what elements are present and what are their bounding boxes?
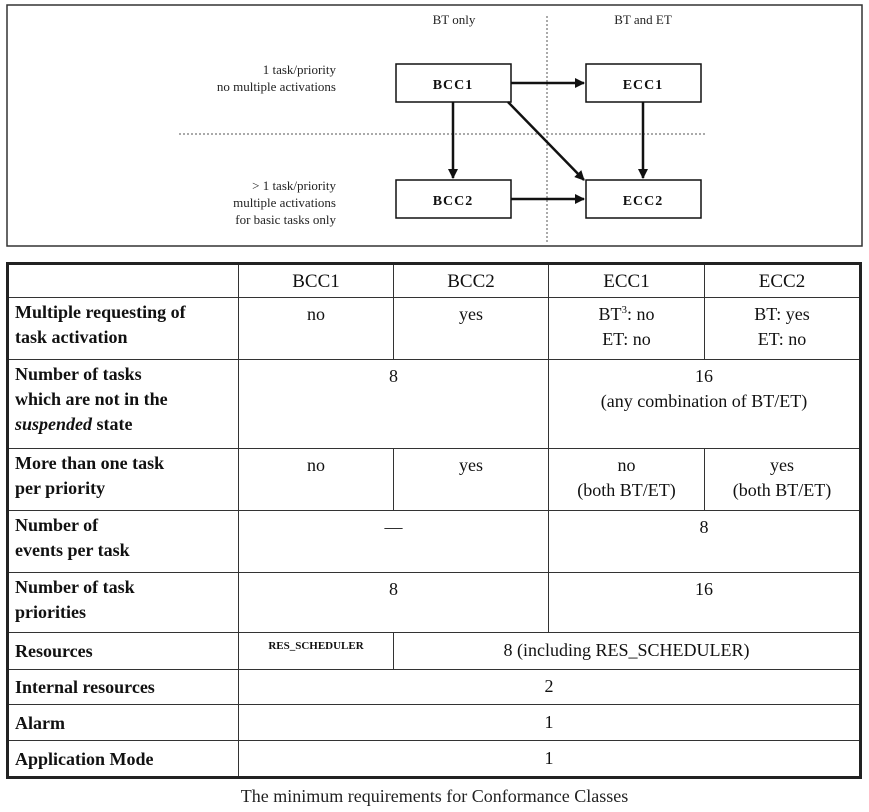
table-row: Number of task priorities 8 16 bbox=[7, 572, 861, 634]
cell-ecc-task-priorities: 16 bbox=[548, 572, 861, 634]
cell-ecc-tasks-not-suspended: 16 (any combination of BT/ET) bbox=[548, 359, 861, 449]
table-row: More than one task per priority no yes n… bbox=[7, 447, 861, 511]
cell-bcc-events-per-task: — bbox=[238, 509, 549, 574]
column-label-bt-and-et: BT and ET bbox=[614, 12, 672, 27]
cell-ecc2-multiple-activation: BT: yes ET: no bbox=[704, 297, 861, 361]
cell-bcc2-multiple-activation: yes bbox=[393, 297, 549, 361]
cell-bcc1-task-per-priority: no bbox=[238, 447, 394, 511]
cell-internal-resources: 2 bbox=[238, 668, 861, 705]
table-row: Resources RES_SCHEDULER 8 (including RES… bbox=[7, 632, 861, 670]
row-label-bottom-2: multiple activations bbox=[233, 195, 336, 210]
row-label-tasks-not-suspended: Number of tasks which are not in the sus… bbox=[7, 359, 239, 449]
svg-text:ECC2: ECC2 bbox=[623, 194, 664, 209]
header-empty-cell bbox=[7, 262, 239, 299]
cell-alarm: 1 bbox=[238, 703, 861, 741]
header-bcc2: BCC2 bbox=[393, 262, 549, 299]
table-caption: The minimum requirements for Conformance… bbox=[240, 786, 629, 806]
box-bcc2: BCC2 bbox=[395, 179, 512, 219]
cell-ecc-events-per-task: 8 bbox=[548, 509, 861, 574]
svg-text:ECC1: ECC1 bbox=[623, 78, 664, 93]
table-row: Number of events per task — 8 bbox=[7, 509, 861, 574]
cell-rest-resources: 8 (including RES_SCHEDULER) bbox=[393, 632, 861, 670]
row-label-multiple-activation: Multiple requesting of task activation bbox=[7, 297, 239, 361]
box-ecc1: ECC1 bbox=[585, 63, 702, 103]
conformance-class-table: BCC1 BCC2 ECC1 ECC2 Multiple requesting … bbox=[6, 262, 862, 779]
arrow-bcc1-ecc2 bbox=[507, 101, 585, 181]
row-label-bottom-1: > 1 task/priority bbox=[252, 178, 336, 193]
svg-text:BCC2: BCC2 bbox=[433, 194, 474, 209]
row-label-events-per-task: Number of events per task bbox=[7, 509, 239, 574]
header-bcc1: BCC1 bbox=[238, 262, 394, 299]
cell-bcc-task-priorities: 8 bbox=[238, 572, 549, 634]
row-label-resources: Resources bbox=[7, 632, 239, 670]
box-bcc1: BCC1 bbox=[395, 63, 512, 103]
row-label-application-mode: Application Mode bbox=[7, 739, 239, 779]
table-row: Internal resources 2 bbox=[7, 668, 861, 705]
cell-bcc-tasks-not-suspended: 8 bbox=[238, 359, 549, 449]
cell-bcc1-multiple-activation: no bbox=[238, 297, 394, 361]
row-label-top-2: no multiple activations bbox=[217, 79, 336, 94]
cell-ecc1-task-per-priority: no (both BT/ET) bbox=[548, 447, 705, 511]
diagram-frame bbox=[6, 4, 863, 247]
row-label-task-per-priority: More than one task per priority bbox=[7, 447, 239, 511]
row-label-top-1: 1 task/priority bbox=[263, 62, 337, 77]
cell-ecc1-multiple-activation: BT3: no ET: no bbox=[548, 297, 705, 361]
table-row: Number of tasks which are not in the sus… bbox=[7, 359, 861, 449]
row-label-task-priorities: Number of task priorities bbox=[7, 572, 239, 634]
cell-ecc2-task-per-priority: yes (both BT/ET) bbox=[704, 447, 861, 511]
header-ecc1: ECC1 bbox=[548, 262, 705, 299]
header-ecc2: ECC2 bbox=[704, 262, 861, 299]
table-row: Multiple requesting of task activation n… bbox=[7, 297, 861, 361]
table-header-row: BCC1 BCC2 ECC1 ECC2 bbox=[7, 262, 861, 299]
row-label-alarm: Alarm bbox=[7, 703, 239, 741]
table-row: Alarm 1 bbox=[7, 703, 861, 741]
conformance-class-diagram: BT only BT and ET 1 task/priority no mul… bbox=[6, 4, 863, 247]
cell-bcc2-task-per-priority: yes bbox=[393, 447, 549, 511]
box-ecc2: ECC2 bbox=[585, 179, 702, 219]
diagram-canvas: BT only BT and ET 1 task/priority no mul… bbox=[6, 4, 863, 247]
svg-text:BCC1: BCC1 bbox=[433, 78, 474, 93]
row-label-internal-resources: Internal resources bbox=[7, 668, 239, 705]
column-label-bt-only: BT only bbox=[433, 12, 476, 27]
table-row: Application Mode 1 bbox=[7, 739, 861, 779]
cell-application-mode: 1 bbox=[238, 739, 861, 779]
cell-bcc1-resources: RES_SCHEDULER bbox=[238, 632, 394, 670]
row-label-bottom-3: for basic tasks only bbox=[235, 212, 336, 227]
